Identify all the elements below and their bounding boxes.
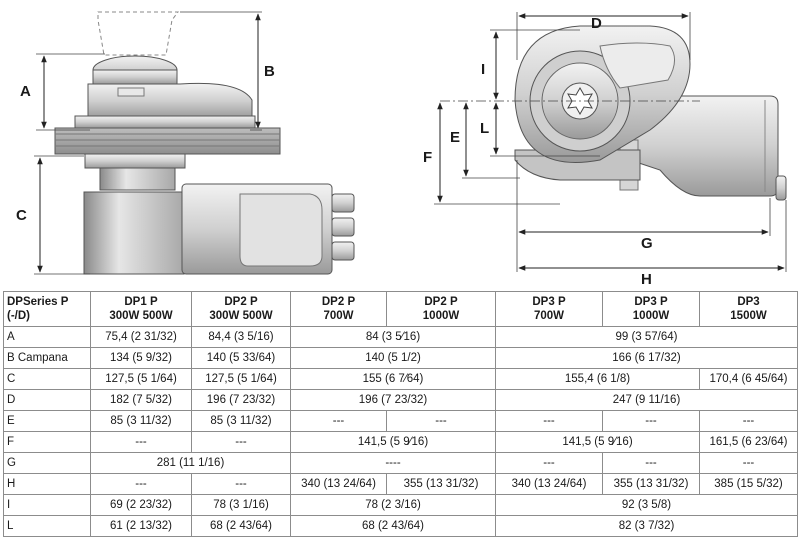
model-header: DP3 1500W (699, 291, 798, 327)
table-cell: 196 (7 23/32) (290, 389, 496, 411)
table-cell: 61 (2 13/32) (90, 515, 192, 537)
table-cell: 78 (2 3/16) (290, 494, 496, 516)
row-label: E (3, 410, 91, 432)
table-cell: 92 (3 5/8) (495, 494, 798, 516)
table-cell: 166 (6 17/32) (495, 347, 798, 369)
dim-label-e: E (450, 129, 460, 146)
row-label: I (3, 494, 91, 516)
table-cell: 84,4 (3 5/16) (191, 326, 291, 348)
table-cell: 82 (3 7/32) (495, 515, 798, 537)
table-cell: 78 (3 1/16) (191, 494, 291, 516)
row-label: F (3, 431, 91, 453)
table-cell: 75,4 (2 31/32) (90, 326, 192, 348)
model-header: DP2 P 700W (290, 291, 387, 327)
model-header: DP1 P 300W 500W (90, 291, 192, 327)
row-label: H (3, 473, 91, 495)
dim-label-a: A (20, 83, 31, 100)
dim-label-h: H (641, 271, 652, 288)
technical-drawings: A B C D I L (16, 11, 787, 288)
table-cell: 155 (6 7⁄64) (290, 368, 496, 390)
model-header: DP3 P 700W (495, 291, 603, 327)
table-cell: 340 (13 24/64) (290, 473, 387, 495)
row-label: G (3, 452, 91, 474)
table-cell: 140 (5 1/2) (290, 347, 496, 369)
table-cell: 161,5 (6 23/64) (699, 431, 798, 453)
model-header: DP2 P 1000W (386, 291, 496, 327)
table-cell: --- (290, 410, 387, 432)
row-label: A (3, 326, 91, 348)
table-cell: 84 (3 5⁄16) (290, 326, 496, 348)
dim-label-b: B (264, 63, 275, 80)
table-cell: 155,4 (6 1/8) (495, 368, 700, 390)
table-cell: --- (191, 473, 291, 495)
table-cell: --- (191, 431, 291, 453)
dim-label-l: L (480, 120, 489, 137)
model-header: DP3 P 1000W (602, 291, 700, 327)
table-cell: 68 (2 43/64) (191, 515, 291, 537)
side-view-drawing (54, 11, 355, 275)
table-cell: --- (386, 410, 496, 432)
model-header: DP2 P 300W 500W (191, 291, 291, 327)
table-cell: 281 (11 1/16) (90, 452, 291, 474)
table-row: H------340 (13 24/64)355 (13 31/32)340 (… (3, 473, 798, 495)
dim-label-c: C (16, 207, 27, 224)
table-cell: 247 (9 11/16) (495, 389, 798, 411)
table-cell: 340 (13 24/64) (495, 473, 603, 495)
table-cell: 85 (3 11/32) (191, 410, 291, 432)
table-cell: --- (699, 410, 798, 432)
table-cell: --- (90, 431, 192, 453)
table-cell: 140 (5 33/64) (191, 347, 291, 369)
table-cell: ---- (290, 452, 496, 474)
table-cell: 385 (15 5/32) (699, 473, 798, 495)
table-row: F------141,5 (5 9⁄16)141,5 (5 9⁄16)161,5… (3, 431, 798, 453)
table-cell: --- (602, 410, 700, 432)
table-cell: 127,5 (5 1/64) (191, 368, 291, 390)
series-header: DPSeries P (-/D) (3, 291, 91, 327)
table-cell: 170,4 (6 45/64) (699, 368, 798, 390)
table-cell: 127,5 (5 1/64) (90, 368, 192, 390)
dim-label-f: F (423, 149, 432, 166)
table-cell: --- (602, 452, 700, 474)
table-cell: --- (495, 452, 603, 474)
table-cell: 85 (3 11/32) (90, 410, 192, 432)
row-label: B Campana (3, 347, 91, 369)
table-cell: 99 (3 57/64) (495, 326, 798, 348)
table-cell: 182 (7 5/32) (90, 389, 192, 411)
dim-label-g: G (641, 235, 653, 252)
table-cell: --- (90, 473, 192, 495)
top-view-drawing (514, 25, 787, 201)
table-cell: 355 (13 31/32) (386, 473, 496, 495)
table-cell: 141,5 (5 9⁄16) (290, 431, 496, 453)
table-cell: 355 (13 31/32) (602, 473, 700, 495)
table-cell: 68 (2 43/64) (290, 515, 496, 537)
table-cell: --- (495, 410, 603, 432)
dim-label-i: I (481, 61, 485, 78)
table-cell: 134 (5 9/32) (90, 347, 192, 369)
table-cell: --- (699, 452, 798, 474)
table-cell: 141,5 (5 9⁄16) (495, 431, 700, 453)
row-label: D (3, 389, 91, 411)
table-cell: 69 (2 23/32) (90, 494, 192, 516)
row-label: L (3, 515, 91, 537)
row-label: C (3, 368, 91, 390)
dim-label-d: D (591, 15, 602, 32)
table-cell: 196 (7 23/32) (191, 389, 291, 411)
